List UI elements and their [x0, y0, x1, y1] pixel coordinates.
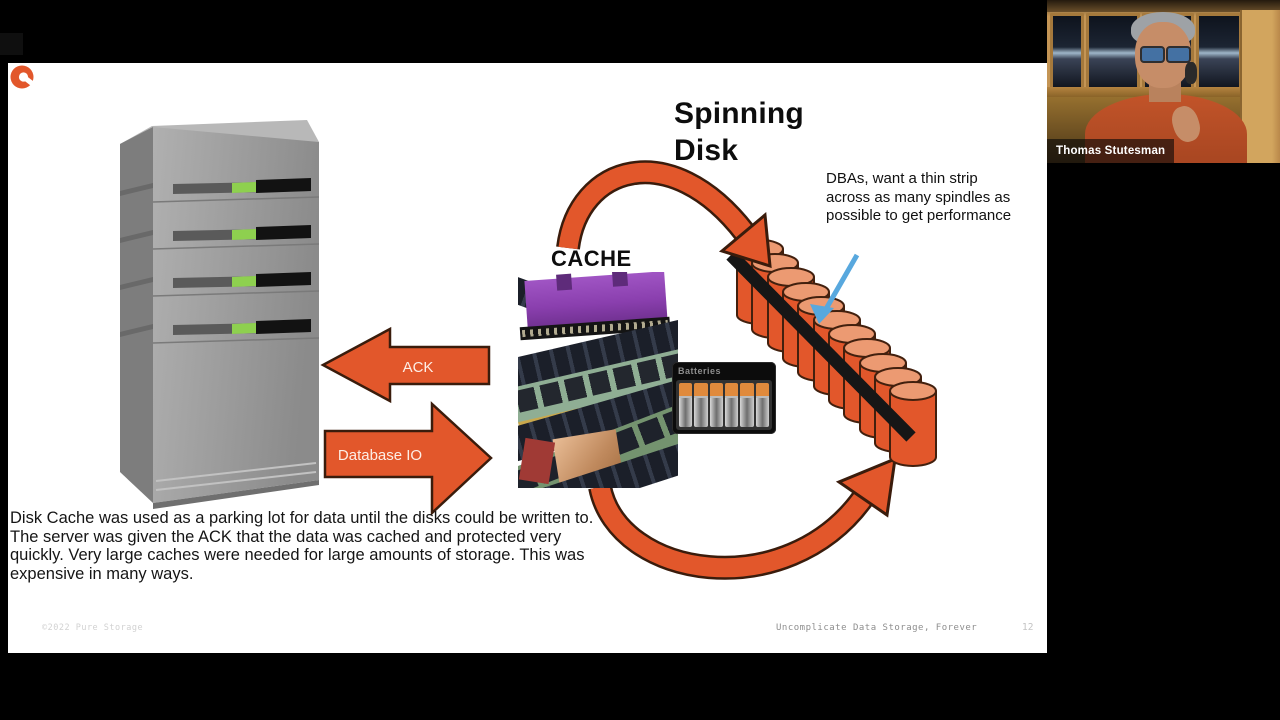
ram-memory-photo [518, 272, 678, 488]
server-drive-bay [173, 272, 311, 288]
participant-name-badge: Thomas Stutesman [1047, 139, 1175, 163]
server-tower-illustration [120, 120, 320, 509]
cabinet-glass-door [1050, 13, 1084, 93]
ui-corner-artifact [0, 33, 23, 55]
footer-page-number: 12 [1022, 622, 1034, 633]
server-drive-bay [173, 225, 311, 241]
slide-title: Spinning Disk [674, 97, 804, 167]
ack-arrow: ACK [320, 326, 491, 404]
ack-arrow-label: ACK [403, 359, 434, 376]
footer-copyright: ©2022 Pure Storage [42, 623, 144, 633]
batteries-label: Batteries [678, 366, 722, 376]
server-drive-bay [173, 178, 311, 194]
presentation-slide: ACK Database IO [8, 63, 1047, 653]
cabinet-shadow [1047, 0, 1280, 12]
pure-storage-logo [10, 65, 36, 89]
thin-strip-bar [726, 250, 916, 442]
database-io-arrow-label: Database IO [338, 447, 422, 464]
cache-label: CACHE [551, 246, 632, 271]
slide-graphics: ACK Database IO [120, 120, 937, 580]
thin-strip-pointer-arrow [810, 253, 860, 324]
participant-name: Thomas Stutesman [1056, 145, 1166, 157]
webcam-video-tile: Thomas Stutesman [1047, 0, 1280, 163]
cabinet-glass-door [1196, 13, 1242, 93]
server-drive-bay [173, 319, 311, 335]
cycle-arrow-top [556, 160, 772, 269]
dba-note-text: DBAs, want a thin strip across as many s… [826, 170, 1012, 225]
database-io-arrow: Database IO [323, 401, 493, 516]
cycle-arrow-bottom [588, 456, 897, 580]
battery-tray [676, 380, 772, 430]
disk-stack-illustration [726, 239, 937, 467]
speaker-earpiece [1185, 62, 1197, 84]
footer-tagline: Uncomplicate Data Storage, Forever [776, 623, 978, 633]
batteries-photo: Batteries [672, 362, 776, 434]
cabinet-rail [1047, 87, 1247, 97]
speaker-glasses [1139, 46, 1191, 63]
slide-body-text: Disk Cache was used as a parking lot for… [10, 509, 594, 583]
